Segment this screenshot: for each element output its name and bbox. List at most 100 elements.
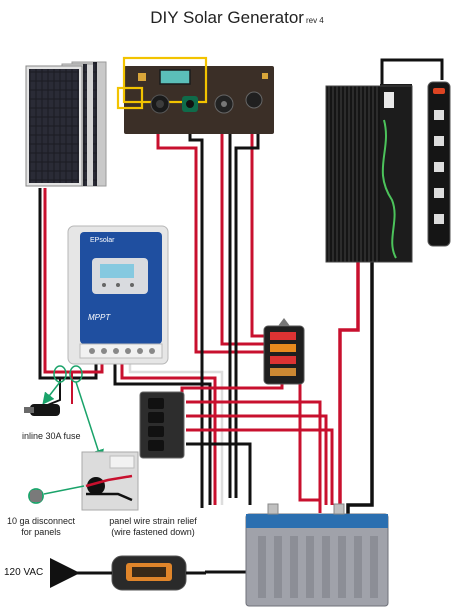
- fuse-3: [270, 356, 296, 364]
- battery-ribs: [258, 536, 378, 598]
- inline-fuse-cap: [24, 407, 34, 413]
- inverter-logo: [384, 92, 394, 108]
- battery-terminal-positive: [333, 503, 345, 515]
- solar-panel-cells: [29, 69, 79, 183]
- power-strip-switch: [433, 88, 445, 94]
- ac-output-label: 120 VAC: [4, 567, 44, 578]
- outlet-3: [434, 162, 444, 172]
- controller-load-wire: [128, 360, 224, 505]
- controller-terminal-2: [101, 348, 107, 354]
- battery-rib: [258, 536, 266, 598]
- strain-relief-clip: [109, 455, 135, 469]
- switch-panel: [139, 391, 185, 459]
- controller-button-1: [102, 283, 106, 287]
- controller-terminal-5: [137, 348, 143, 354]
- switch-highlight-box: [116, 86, 144, 110]
- controller-terminal-6: [149, 348, 155, 354]
- usb-positive-wire: [156, 128, 268, 354]
- solar-panel-edge-2: [93, 62, 97, 186]
- fuse-block-top-terminal: [278, 318, 290, 326]
- disconnect-label: 10 ga disconnect for panels: [6, 516, 76, 538]
- panel-screw-1: [138, 73, 146, 81]
- battery-rib: [290, 536, 298, 598]
- inverter-side-panel: [380, 84, 412, 262]
- strain-callout-arrow: [75, 381, 104, 462]
- disconnect-connector: [30, 490, 42, 502]
- fuse-4: [270, 368, 296, 376]
- battery-rib: [306, 536, 314, 598]
- inverter-negative-wire: [346, 260, 374, 518]
- controller-brand: EPsolar: [90, 237, 115, 244]
- socket-positive-wire: [220, 128, 268, 346]
- disconnect-black-lead: [86, 492, 133, 502]
- switch-red-wire-2: [186, 414, 328, 505]
- strain-relief-label-line-1: panel wire strain relief: [109, 516, 197, 526]
- charger-display: [132, 567, 166, 577]
- wire-runs: [38, 128, 374, 574]
- fuse-wire: [39, 378, 61, 409]
- inline-fuse: [24, 365, 104, 462]
- mppt-charge-controller: [67, 225, 169, 365]
- inverter-graphic-wave: [381, 119, 397, 259]
- battery-rib: [370, 536, 378, 598]
- controller-battery-positive-wire: [120, 360, 217, 505]
- controller-terminal-4: [125, 348, 131, 354]
- rocker-switch-1: [148, 398, 164, 409]
- power-socket-hole: [186, 100, 194, 108]
- solar-panel-array: [25, 61, 107, 187]
- controller-lcd: [100, 264, 134, 278]
- panel-positive-wire: [43, 188, 104, 374]
- inline-fuse-holder: [30, 404, 60, 416]
- deep-cycle-battery: [245, 503, 389, 607]
- battery-rib: [354, 536, 362, 598]
- disconnect-label-line-1: 10 ga disconnect: [6, 516, 76, 526]
- disconnect-callout-line: [43, 485, 85, 495]
- control-panel: [116, 56, 274, 134]
- outlet-1: [434, 110, 444, 120]
- fuse-block: [263, 318, 305, 385]
- rocker-switch-3: [148, 426, 164, 437]
- fuse-1: [270, 332, 296, 340]
- controller-model: MPPT: [88, 313, 111, 322]
- rocker-switch-4: [148, 440, 164, 451]
- switch-red-wire-1: [186, 400, 322, 505]
- fuse-label: inline 30A fuse: [22, 431, 81, 441]
- lighter-positive-wire: [250, 128, 268, 338]
- battery-rib: [338, 536, 346, 598]
- controller-button-3: [130, 283, 134, 287]
- battery-rib: [274, 536, 282, 598]
- fuse-2: [270, 344, 296, 352]
- power-strip-cord: [380, 58, 444, 84]
- dc-socket-pin: [221, 101, 227, 107]
- battery-rib: [322, 536, 330, 598]
- power-strip: [380, 58, 451, 247]
- inverter-positive-wire: [338, 260, 360, 515]
- title-text: DIY Solar Generator: [150, 8, 304, 27]
- outlet-5: [434, 214, 444, 224]
- controller-terminal-strip: [79, 343, 163, 359]
- lighter-negative-wire: [234, 128, 260, 498]
- battery-charger: [50, 555, 206, 591]
- fuse-callout-arrow: [42, 381, 61, 405]
- disconnect-label-line-2: for panels: [21, 527, 61, 537]
- usb-socket-inner: [156, 100, 164, 108]
- disconnect-red-lead: [85, 474, 133, 488]
- lighter-socket: [245, 91, 263, 109]
- panel-negative-wire: [38, 188, 98, 380]
- controller-button-2: [116, 283, 120, 287]
- battery-lid: [246, 514, 388, 528]
- power-inverter: [325, 84, 413, 263]
- outlet-4: [434, 188, 444, 198]
- outlet-2: [434, 136, 444, 146]
- controller-terminal-3: [113, 348, 119, 354]
- disconnect-callout-ring: [28, 488, 44, 504]
- switch-red-wire-3: [186, 428, 334, 505]
- battery-terminal-negative: [267, 503, 279, 515]
- strain-relief-label-line-2: (wire fastened down): [111, 527, 195, 537]
- solar-panel-edge-1: [83, 64, 87, 186]
- controller-terminal-1: [89, 348, 95, 354]
- inverter-outline: [325, 85, 413, 263]
